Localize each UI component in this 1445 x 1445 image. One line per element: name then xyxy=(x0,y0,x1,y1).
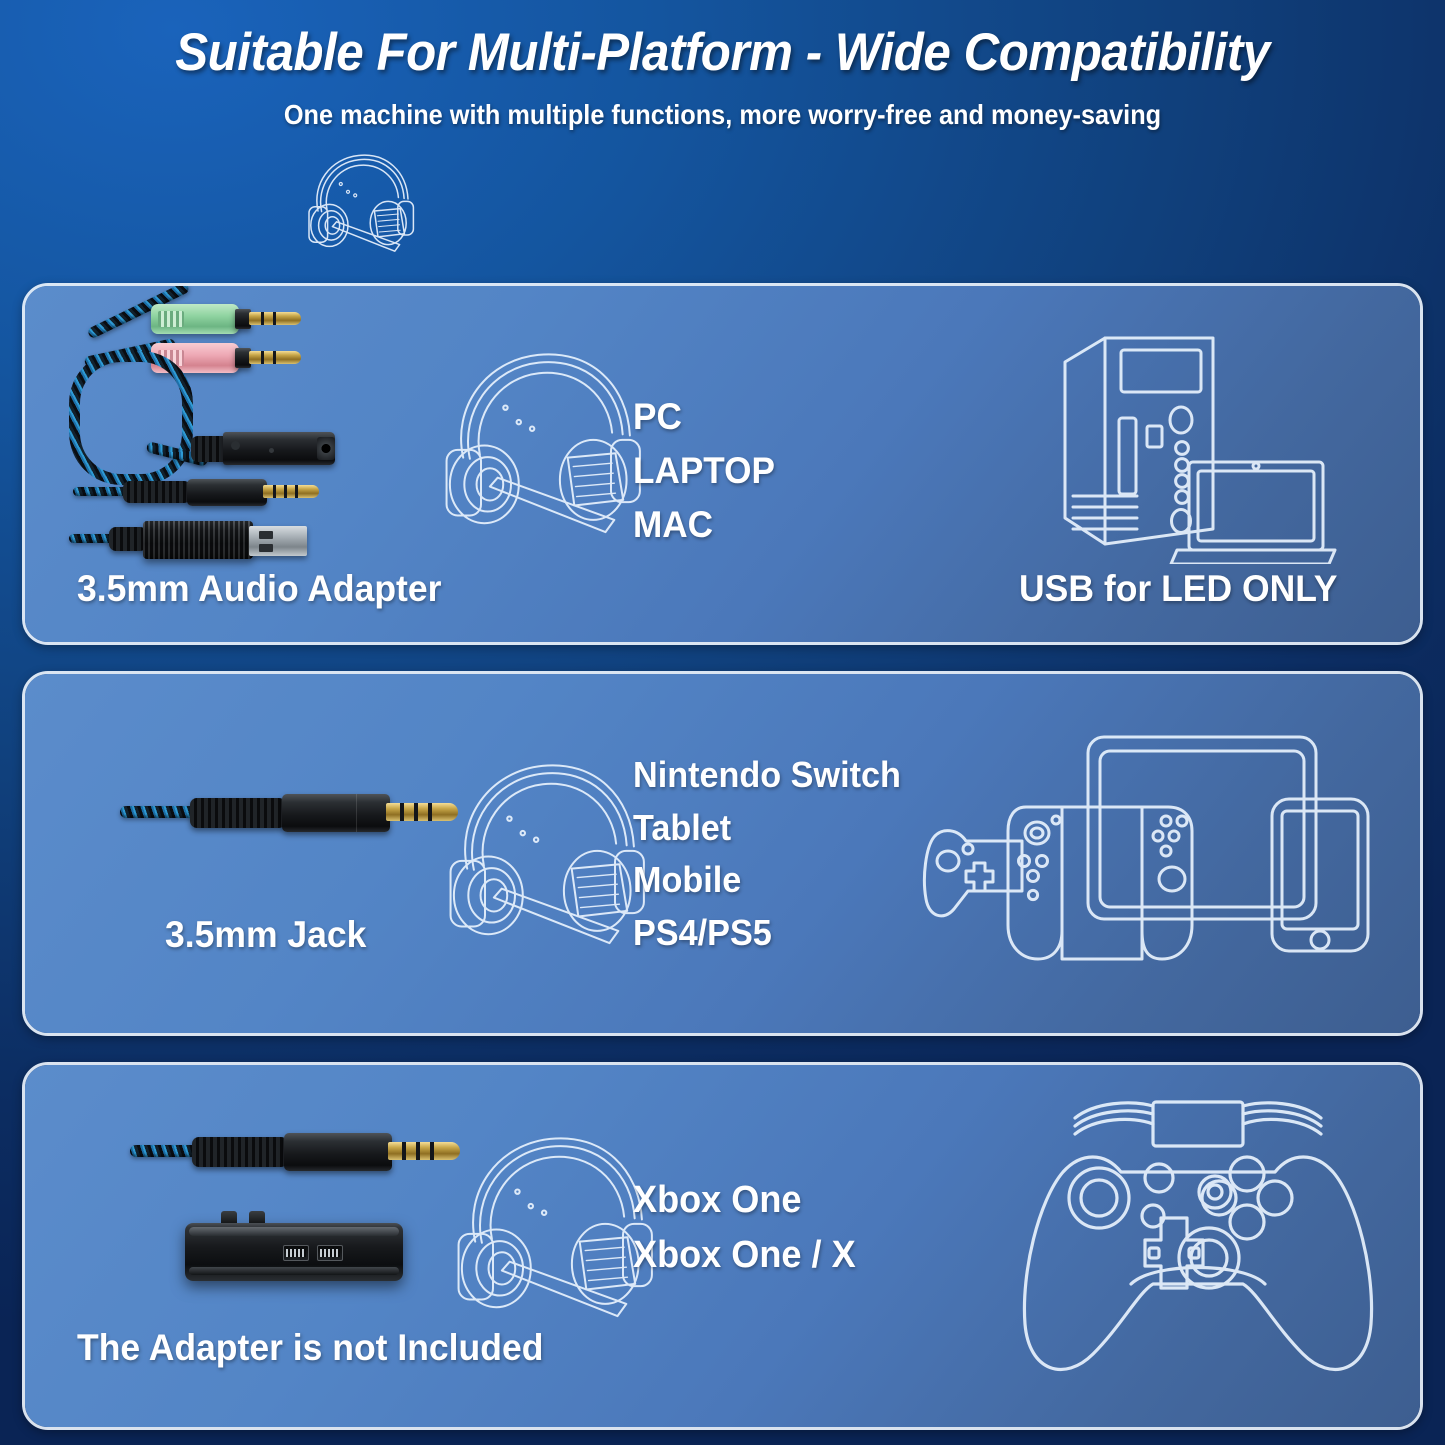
right-caption-panel-1: USB for LED ONLY xyxy=(1019,568,1338,609)
xbox-stereo-adapter-photo xyxy=(185,1205,425,1295)
panel-xbox: Xbox One Xbox One / X xyxy=(22,1062,1423,1430)
product-caption-panel-3: The Adapter is not Included xyxy=(77,1327,544,1368)
desktop-pc-and-laptop-outline-icon xyxy=(1035,314,1355,564)
gaming-headset-icon xyxy=(308,154,415,252)
compat-item: PC xyxy=(633,396,682,437)
3-5mm-jack-plug-photo xyxy=(130,1123,460,1183)
panel-background xyxy=(25,674,1420,1033)
panel-pc-laptop-mac: PC LAPTOP MAC xyxy=(22,283,1423,645)
compat-item: LAPTOP xyxy=(633,450,775,492)
page-title: Suitable For Multi-Platform - Wide Compa… xyxy=(175,23,1270,82)
compatibility-list-panel-2: Nintendo Switch Tablet Mobile PS4/PS5 xyxy=(633,749,901,959)
product-caption-panel-1: 3.5mm Audio Adapter xyxy=(77,568,442,609)
usb-ribs xyxy=(143,521,253,559)
header: Suitable For Multi-Platform - Wide Compa… xyxy=(0,0,1445,131)
compatibility-list-panel-3: Xbox One Xbox One / X xyxy=(633,1173,856,1284)
compat-item: Xbox One xyxy=(633,1179,802,1221)
compat-item: Nintendo Switch xyxy=(633,754,901,795)
compat-item: Mobile xyxy=(633,859,742,901)
3-5mm-jack-plug-photo xyxy=(120,784,458,844)
compatibility-list-panel-1: PC LAPTOP MAC xyxy=(633,390,775,552)
product-caption-panel-2: 3.5mm Jack xyxy=(165,914,367,955)
compat-item: PS4/PS5 xyxy=(633,911,772,953)
compat-item: MAC xyxy=(633,504,714,546)
xbox-controller-outline-icon xyxy=(1003,1080,1393,1410)
gaming-headset-outline-icon xyxy=(445,752,645,952)
gaming-headset-outline-icon xyxy=(441,341,641,541)
panel-switch-tablet-mobile-ps: Nintendo Switch Tablet Mobile PS4/PS5 xyxy=(22,671,1423,1036)
3-5mm-audio-splitter-adapter-photo xyxy=(55,286,445,561)
page-subtitle: One machine with multiple functions, mor… xyxy=(283,99,1162,130)
switch-tablet-phone-outline-icon xyxy=(920,709,1380,999)
compat-item: Tablet xyxy=(633,806,732,848)
gaming-headset-outline-icon xyxy=(453,1125,653,1325)
device-icon-strip xyxy=(0,140,1445,270)
compat-item: Xbox One / X xyxy=(633,1234,856,1277)
